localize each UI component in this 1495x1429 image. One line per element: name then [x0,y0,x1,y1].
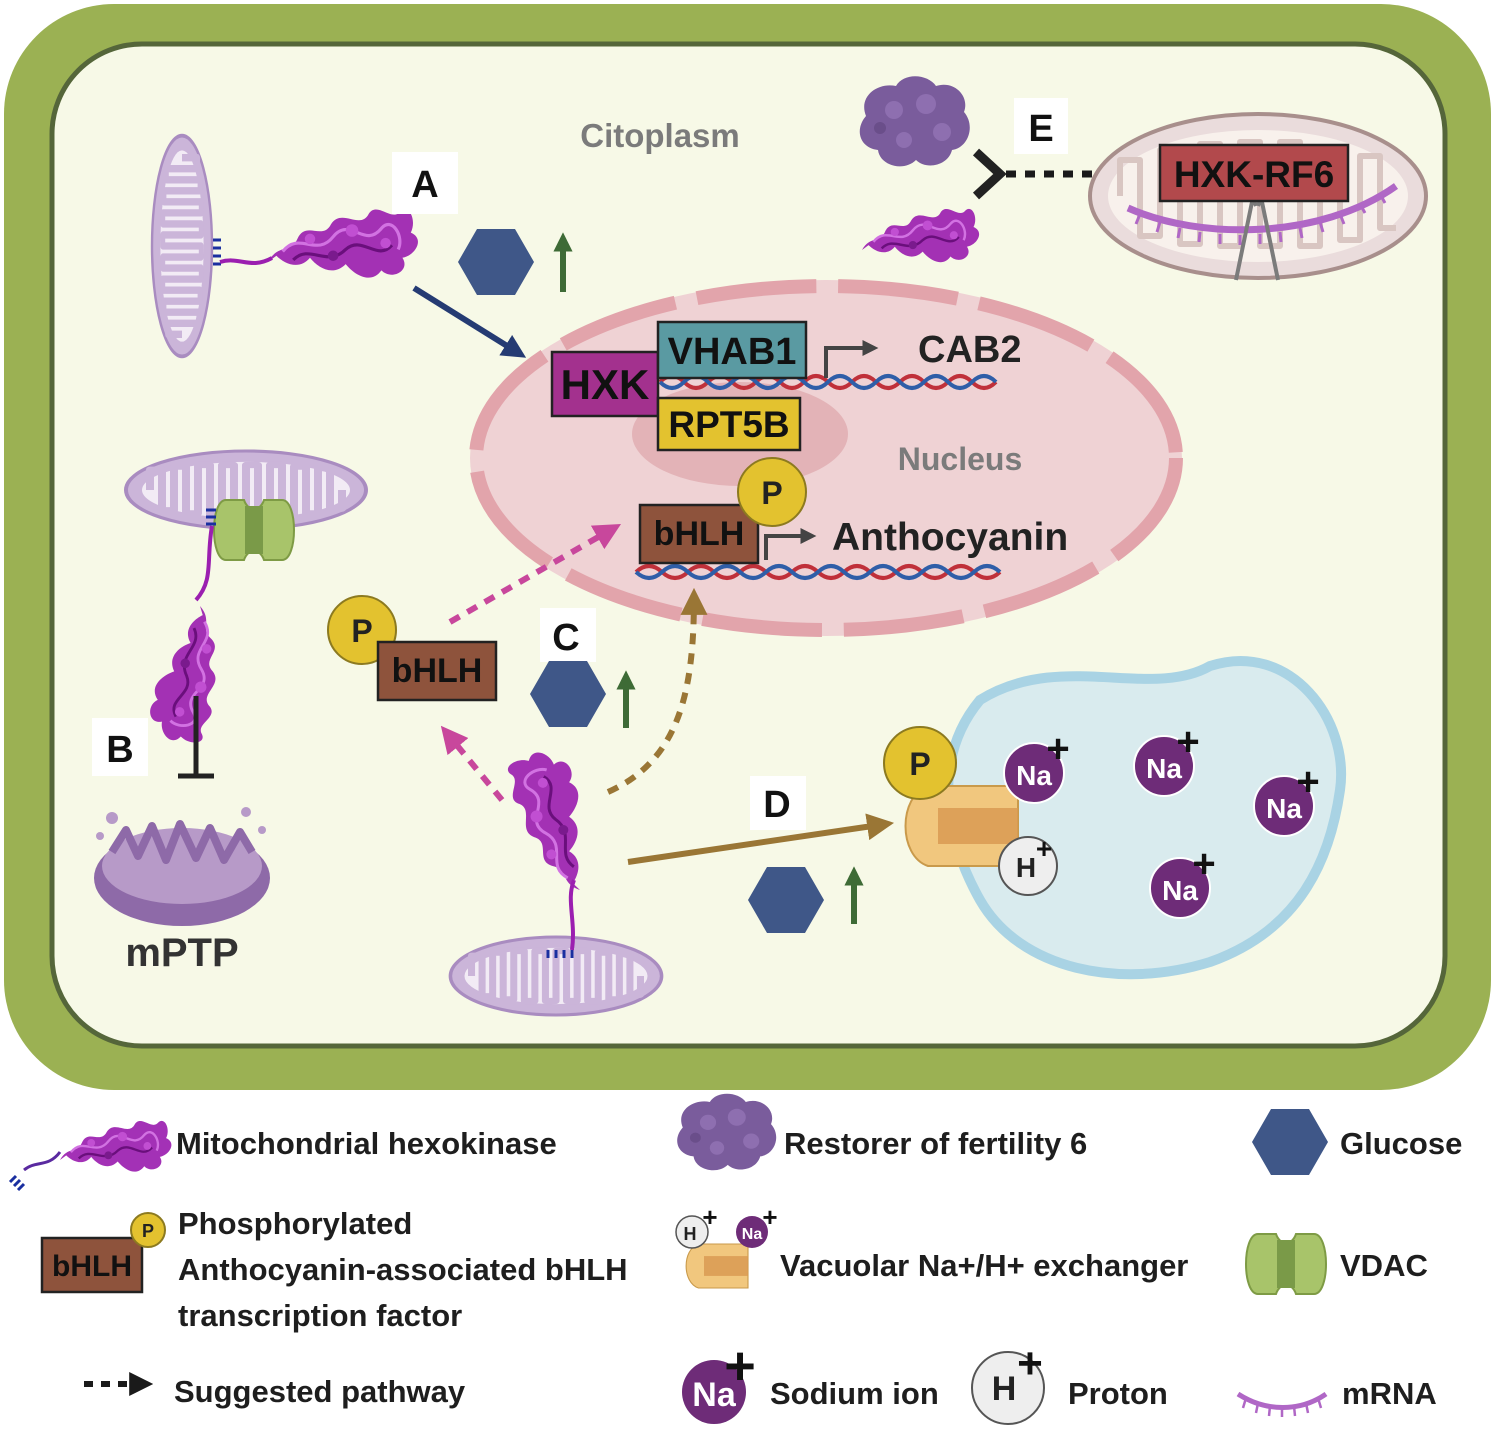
sodium-ion-3: Na + [1253,760,1320,837]
phospho-exchanger-label: P [909,746,930,782]
bhlh-nuclear-label: bHLH [654,515,745,553]
legend-label-bhlh-line1: Phosphorylated [178,1206,413,1241]
rpt5b-box [656,396,802,452]
panel-letter-a: A [411,164,438,206]
svg-text:+: + [1192,842,1215,886]
vhab1-box [656,320,808,380]
panel-letter-d: D [763,784,790,826]
proton-ion: H + [998,833,1058,896]
dna-lower [634,564,1002,580]
legend-label-sodium: Sodium ion [770,1376,939,1411]
legend-exchanger-icon: H + Na + [675,1202,778,1289]
legend-mrna-icon [1236,1391,1328,1417]
hxk-rf6-box [1158,143,1350,203]
nucleus [469,279,1183,637]
hxk-label: HXK [561,361,650,408]
legend-label-mrna: mRNA [1342,1376,1437,1411]
anthocyanin-promoter-arrow [764,528,817,560]
phospho-nuclear-label: P [761,475,782,511]
dashed-arrow-hk-to-bhlh [440,725,505,802]
svg-text:bHLH: bHLH [52,1250,132,1283]
legend-label-bhlh-line2: Anthocyanin-associated bHLH [178,1252,628,1287]
legend-label-bhlh-line3: transcription factor [178,1298,463,1333]
binding-chevron [972,148,1007,200]
phospho-exchanger [883,726,957,800]
svg-text:+: + [1046,727,1069,771]
mitochondrion-a [152,136,212,357]
mrna-strand [1126,183,1399,234]
phospho-cytoplasm-label: P [351,613,372,649]
panel-letter-e: E [1028,108,1053,150]
mitochondrion-bottom [450,937,661,1015]
svg-text:+: + [1017,1339,1043,1388]
legend-label-mitochondrial-hexokinase: Mitochondrial hexokinase [176,1126,557,1161]
legend-rf6-icon [677,1093,777,1171]
svg-text:+: + [724,1336,756,1396]
legend-vdac-icon [1245,1233,1327,1295]
phospho-nuclear [737,457,807,527]
svg-text:Na: Na [1146,753,1182,784]
svg-text:Na: Na [1266,793,1302,824]
scissors-icon [1234,187,1280,281]
arrow-a-to-nucleus [412,285,527,358]
svg-text:+: + [1296,760,1319,804]
nucleus-label: Nucleus [898,441,1022,477]
svg-text:H: H [992,1370,1017,1408]
sodium-ion-4: Na + [1149,842,1216,919]
legend-label-suggested-pathway: Suggested pathway [174,1374,466,1409]
cab2-label: CAB2 [918,329,1021,371]
legend-label-vdac: VDAC [1340,1248,1428,1283]
bhlh-cytoplasm-box [376,640,498,702]
dashed-arrow-hk-to-anthocyanin [606,587,708,795]
svg-text:+: + [1176,720,1199,764]
legend-label-glucose: Glucose [1340,1126,1463,1161]
hxk-rf6-label: HXK-RF6 [1174,154,1334,195]
legend-sodium-icon: Na + [682,1336,756,1424]
svg-text:+: + [702,1202,717,1232]
vdac-b [213,499,295,561]
cytoplasm-label: Citoplasm [580,117,740,154]
anthocyanin-label: Anthocyanin [832,516,1068,559]
svg-text:Na: Na [1162,875,1198,906]
sodium-ion-2: Na + [1133,720,1200,797]
mptp-label: mPTP [125,931,238,975]
legend-hexokinase-icon [8,1119,173,1192]
svg-text:P: P [142,1221,154,1241]
mptp-mitochondrion [94,807,270,926]
svg-text:+: + [1036,833,1052,864]
rpt5b-label: RPT5B [668,404,789,445]
legend-glucose-icon [1252,1109,1328,1175]
legend-bhlh-icon: bHLH P [40,1212,166,1294]
svg-text:H: H [1016,852,1036,883]
bhlh-nuclear-box [638,503,760,565]
vhab1-label: VHAB1 [668,331,797,373]
svg-text:+: + [762,1202,777,1232]
legend-label-proton: Proton [1068,1376,1168,1411]
arrow-d-to-exchanger [627,813,895,865]
panel-letter-c: C [552,617,579,659]
svg-text:Na: Na [692,1376,737,1414]
sodium-ion-1: Na + [1003,727,1070,804]
hxk-box [550,350,660,418]
panel-letter-b: B [106,729,133,771]
svg-text:Na: Na [1016,760,1052,791]
bhlh-cytoplasm-label: bHLH [392,652,483,690]
legend-proton-icon: H + [971,1339,1045,1425]
vacuole [943,656,1347,980]
cab2-promoter-arrow [824,340,879,378]
legend-label-rf6: Restorer of fertility 6 [784,1126,1088,1161]
legend-label-exchanger: Vacuolar Na+/H+ exchanger [780,1248,1189,1283]
svg-text:Na: Na [742,1226,763,1243]
svg-text:H: H [684,1224,697,1244]
